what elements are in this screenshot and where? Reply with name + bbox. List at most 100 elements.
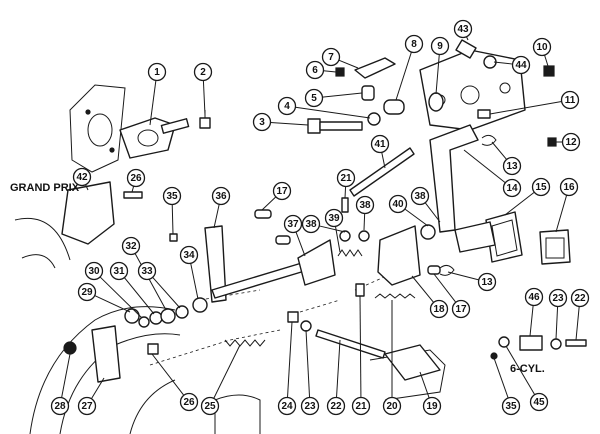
part-28-nut	[63, 341, 77, 355]
leader-line-c25	[213, 344, 241, 399]
leader-line-c5	[322, 92, 363, 98]
callout-c8: 8	[404, 34, 424, 54]
callout-c6: 6	[305, 60, 325, 80]
callout-number: 19	[426, 401, 438, 412]
callout-circle	[193, 62, 213, 82]
leader-line-c38c	[424, 202, 441, 223]
callout-number: 40	[392, 199, 404, 210]
callout-number: 8	[411, 39, 417, 50]
part-24-clip	[287, 311, 299, 323]
part-36-lever	[204, 225, 227, 303]
leader-line-c15	[504, 191, 535, 216]
callout-c17b: 17	[451, 299, 471, 319]
leader-line-c9	[435, 54, 440, 95]
body-outline	[214, 394, 261, 434]
callout-number: 15	[535, 182, 547, 193]
callout-circle	[529, 392, 549, 412]
part-9-spacer	[428, 92, 444, 112]
callout-circle	[277, 396, 297, 416]
callout-c34: 34	[179, 245, 199, 265]
part-21-clip	[355, 283, 365, 297]
routing-line	[299, 299, 341, 313]
part-7-clip	[354, 57, 396, 79]
leader-line-c21a	[344, 186, 347, 199]
part-12-bolt	[547, 137, 557, 147]
callout-c31: 31	[109, 261, 129, 281]
callout-circle	[422, 396, 442, 416]
callout-c44: 44	[511, 55, 531, 75]
callout-number: 7	[328, 52, 334, 63]
callout-circle	[179, 245, 199, 265]
leader-line-c40	[404, 208, 429, 227]
callout-c19: 19	[422, 396, 442, 416]
body-panel-curve	[59, 333, 181, 434]
firewall-stud	[109, 147, 115, 153]
callout-circle	[272, 181, 292, 201]
leader-line-c44	[493, 61, 513, 65]
callout-c30: 30	[84, 261, 104, 281]
leader-line-c23b	[555, 306, 559, 340]
leader-line-c2	[202, 80, 206, 116]
part-27-bracket	[91, 325, 121, 383]
leader-line-c10	[544, 54, 549, 67]
callout-circle	[300, 396, 320, 416]
leader-line-c13b	[447, 271, 479, 281]
part-45-clip	[498, 336, 510, 348]
callout-number: 10	[536, 42, 548, 53]
part-11-retainer	[477, 109, 491, 119]
part-37-bellcrank	[297, 239, 336, 286]
callout-circle	[410, 186, 430, 206]
part-38-washer	[358, 230, 370, 242]
callout-c42: 42	[72, 167, 92, 187]
firewall-plate	[69, 84, 126, 173]
callout-c18: 18	[429, 299, 449, 319]
parts	[61, 39, 587, 383]
callout-circle	[370, 134, 390, 154]
callout-number: 20	[386, 401, 398, 412]
bracket-bore	[460, 85, 480, 105]
callout-number: 33	[141, 266, 153, 277]
callout-circle	[121, 236, 141, 256]
callout-number: 23	[552, 293, 564, 304]
body-panel-curve	[129, 379, 176, 434]
leader-line-c13a	[491, 141, 507, 160]
part-17-pin	[254, 209, 272, 219]
leader-line-c35b	[493, 357, 509, 399]
body-panel-curve	[29, 306, 176, 434]
leader-line-c17b	[433, 273, 457, 303]
callout-number: 16	[563, 182, 575, 193]
callout-circle	[532, 37, 552, 57]
callout-number: 44	[515, 60, 527, 71]
callout-circle	[453, 19, 473, 39]
callout-circle	[477, 272, 497, 292]
part-39-spring	[337, 249, 363, 257]
callout-number: 36	[215, 191, 227, 202]
wheelhouse-arc	[21, 254, 56, 269]
callout-c24: 24	[277, 396, 297, 416]
part-1-bracket	[119, 117, 190, 159]
wheelhouse-arc	[14, 217, 71, 261]
callout-number: 26	[130, 173, 142, 184]
leader-line-c23a	[305, 329, 311, 398]
callout-c17a: 17	[272, 181, 292, 201]
callout-circle	[570, 288, 590, 308]
callout-circle	[77, 282, 97, 302]
callout-c2: 2	[193, 62, 213, 82]
leader-line-c33	[152, 277, 181, 309]
part-8-bushing	[383, 99, 405, 115]
part-17-pin	[275, 235, 291, 245]
callout-c7: 7	[321, 47, 341, 67]
callout-c3: 3	[252, 112, 272, 132]
callout-number: 25	[204, 401, 216, 412]
callout-c32: 32	[121, 236, 141, 256]
callout-circle	[301, 214, 321, 234]
callout-number: 5	[311, 93, 317, 104]
part-13-clip	[439, 264, 455, 276]
callout-circle	[326, 396, 346, 416]
callout-circle	[531, 177, 551, 197]
callout-circle	[559, 177, 579, 197]
part-4-washer	[367, 112, 381, 126]
callout-c13a: 13	[502, 156, 522, 176]
callout-circle	[304, 88, 324, 108]
